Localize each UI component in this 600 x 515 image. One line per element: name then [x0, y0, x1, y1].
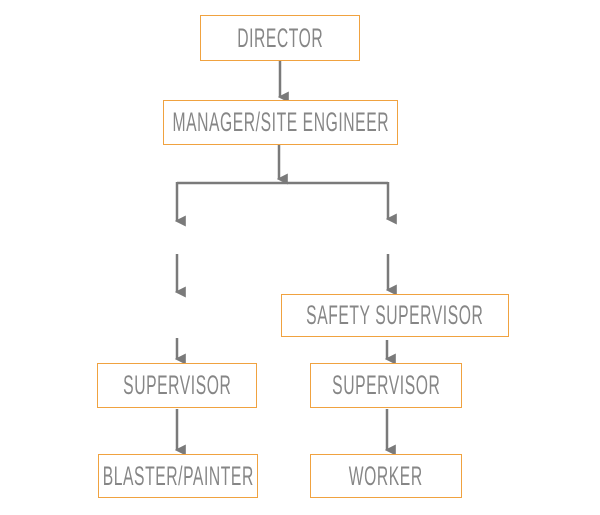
node-supervisor-left-label: SUPERVISOR [122, 370, 232, 400]
node-director: DIRECTOR [200, 15, 360, 61]
node-supervisor-left: SUPERVISOR [97, 363, 257, 408]
node-manager-site-engineer: MANAGER/SITE ENGINEER [163, 100, 398, 145]
node-blaster-painter: BLASTER/PAINTER [98, 454, 258, 498]
node-director-label: DIRECTOR [236, 22, 324, 53]
node-manager-site-engineer-label: MANAGER/SITE ENGINEER [172, 107, 389, 137]
node-supervisor-right-label: SUPERVISOR [331, 370, 441, 400]
node-supervisor-right: SUPERVISOR [310, 363, 462, 408]
node-blaster-painter-label: BLASTER/PAINTER [102, 460, 254, 491]
node-worker-label: WORKER [349, 460, 423, 491]
node-safety-supervisor-label: SAFETY SUPERVISOR [306, 300, 484, 330]
node-safety-supervisor: SAFETY SUPERVISOR [281, 294, 509, 337]
node-worker: WORKER [310, 454, 462, 498]
